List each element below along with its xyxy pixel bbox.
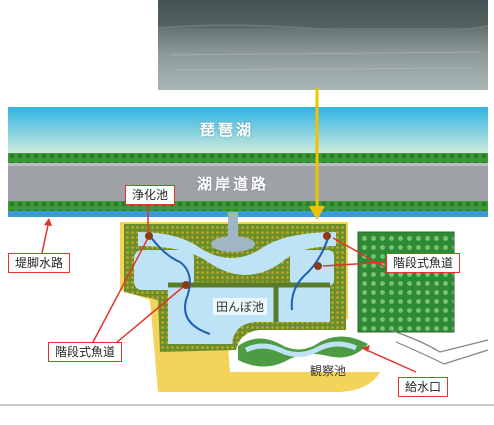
callout-lines xyxy=(41,200,417,373)
label-embankment-channel: 堤脚水路 xyxy=(8,253,71,273)
label-water-inlet: 給水口 xyxy=(398,377,449,397)
lake-band xyxy=(8,107,488,153)
callout-arrowheads xyxy=(44,218,370,352)
photo-location-arrow xyxy=(309,88,325,220)
road-title: 湖岸道路 xyxy=(197,175,270,193)
lakeshore-road xyxy=(8,163,488,201)
hedge-row-lower xyxy=(8,201,488,211)
embankment-channel xyxy=(8,211,488,217)
footer-divider xyxy=(0,404,494,406)
label-paddy-pond: 田んぼ池 xyxy=(213,298,268,315)
lake-title: 琵琶湖 xyxy=(200,121,255,139)
label-stepped-fishway-left: 階段式魚道 xyxy=(48,342,123,362)
label-purification-pond: 浄化池 xyxy=(125,185,176,205)
label-stepped-fishway-right: 階段式魚道 xyxy=(386,253,461,273)
roadway-lines xyxy=(389,329,489,365)
forest-plot xyxy=(357,231,455,333)
observation-pond xyxy=(238,336,368,367)
lake-photo xyxy=(157,0,489,90)
hedge-row-upper xyxy=(8,153,488,163)
label-observation-pond: 観察池 xyxy=(310,364,347,378)
